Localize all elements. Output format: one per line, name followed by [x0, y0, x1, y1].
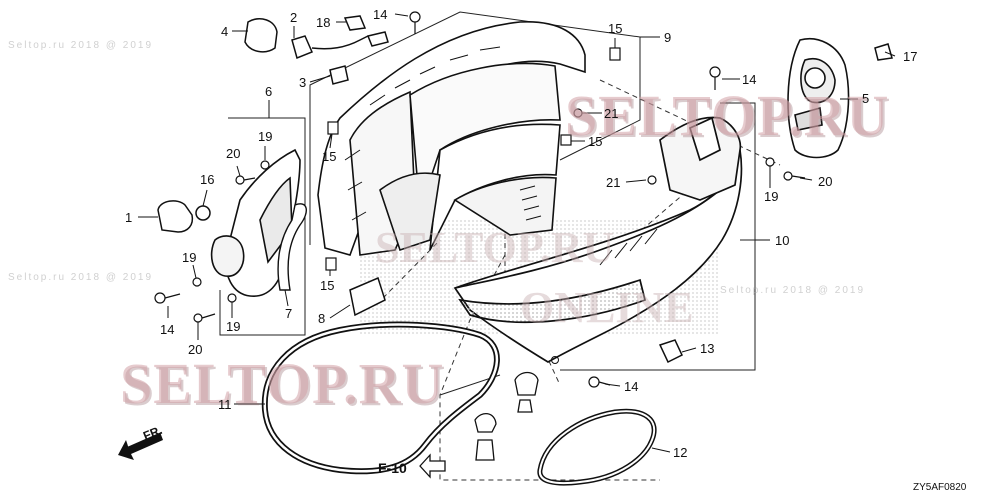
callout-7[interactable]: 7 — [285, 306, 293, 321]
part-2-connector — [291, 35, 313, 60]
callout-20-lower[interactable]: 20 — [188, 342, 203, 357]
part-12-seal-outer — [537, 408, 657, 486]
callout-15-center[interactable]: 15 — [588, 134, 603, 149]
callout-15-top[interactable]: 15 — [608, 21, 623, 36]
f10-arrow-icon — [419, 453, 446, 479]
callout-10[interactable]: 10 — [775, 233, 790, 248]
part-5-rear-panel — [787, 38, 850, 159]
callout-11[interactable]: 11 — [218, 397, 232, 412]
part-9-ribs — [344, 46, 542, 221]
part-4-grommet — [244, 18, 278, 53]
part-13-plug — [658, 339, 683, 364]
part-16-nut — [195, 205, 211, 221]
callout-14-top[interactable]: 14 — [373, 7, 388, 22]
callout-13[interactable]: 13 — [700, 341, 715, 356]
part-10-lower-cover — [453, 116, 743, 363]
callout-19-lower[interactable]: 19 — [226, 319, 241, 334]
callout-4[interactable]: 4 — [221, 24, 229, 39]
f10-parts — [474, 371, 539, 461]
callout-1[interactable]: 1 — [125, 210, 133, 225]
callout-21-lower[interactable]: 21 — [606, 175, 621, 190]
part-7-grip — [277, 203, 307, 291]
part-1-knob — [157, 200, 194, 233]
callout-12[interactable]: 12 — [673, 445, 688, 460]
part-11-seal-inner — [263, 323, 499, 473]
small-parts — [157, 15, 893, 364]
callout-6[interactable]: 6 — [265, 84, 273, 99]
leader-lines — [138, 13, 896, 453]
callout-20-upper[interactable]: 20 — [226, 146, 241, 161]
callout-16[interactable]: 16 — [200, 172, 215, 187]
callout-17[interactable]: 17 — [903, 49, 918, 64]
callout-19-upper[interactable]: 19 — [258, 129, 273, 144]
part-11-seal-outer — [261, 321, 500, 475]
callout-15-left-upper[interactable]: 15 — [322, 149, 337, 164]
callout-9[interactable]: 9 — [664, 30, 672, 45]
part-8-plate — [349, 276, 386, 317]
callout-15-left-lower[interactable]: 15 — [320, 278, 335, 293]
part-17-fastener — [874, 43, 893, 61]
callout-14-left[interactable]: 14 — [160, 322, 175, 337]
fasteners — [154, 11, 806, 388]
part-18-clip — [343, 15, 367, 31]
callout-21-upper[interactable]: 21 — [604, 106, 619, 121]
reference-f10-label[interactable]: F-10 — [378, 460, 407, 476]
callout-18[interactable]: 18 — [316, 15, 331, 30]
front-direction-arrow-icon — [118, 431, 163, 460]
part-12-seal-inner — [538, 410, 656, 485]
callout-2[interactable]: 2 — [290, 10, 298, 25]
part-10-ribs — [551, 228, 658, 364]
callout-19-left[interactable]: 19 — [182, 250, 197, 265]
part-9-upper-frame — [317, 21, 586, 256]
callout-8[interactable]: 8 — [318, 311, 326, 326]
diagram-code: ZY5AF0820 — [913, 482, 967, 493]
callout-14-right[interactable]: 14 — [742, 72, 757, 87]
callout-19-right[interactable]: 19 — [764, 189, 779, 204]
callout-5[interactable]: 5 — [862, 91, 870, 106]
callout-20-right[interactable]: 20 — [818, 174, 833, 189]
part-3-bracket — [329, 65, 349, 85]
callout-3[interactable]: 3 — [299, 75, 307, 90]
callout-14-bottom[interactable]: 14 — [624, 379, 639, 394]
